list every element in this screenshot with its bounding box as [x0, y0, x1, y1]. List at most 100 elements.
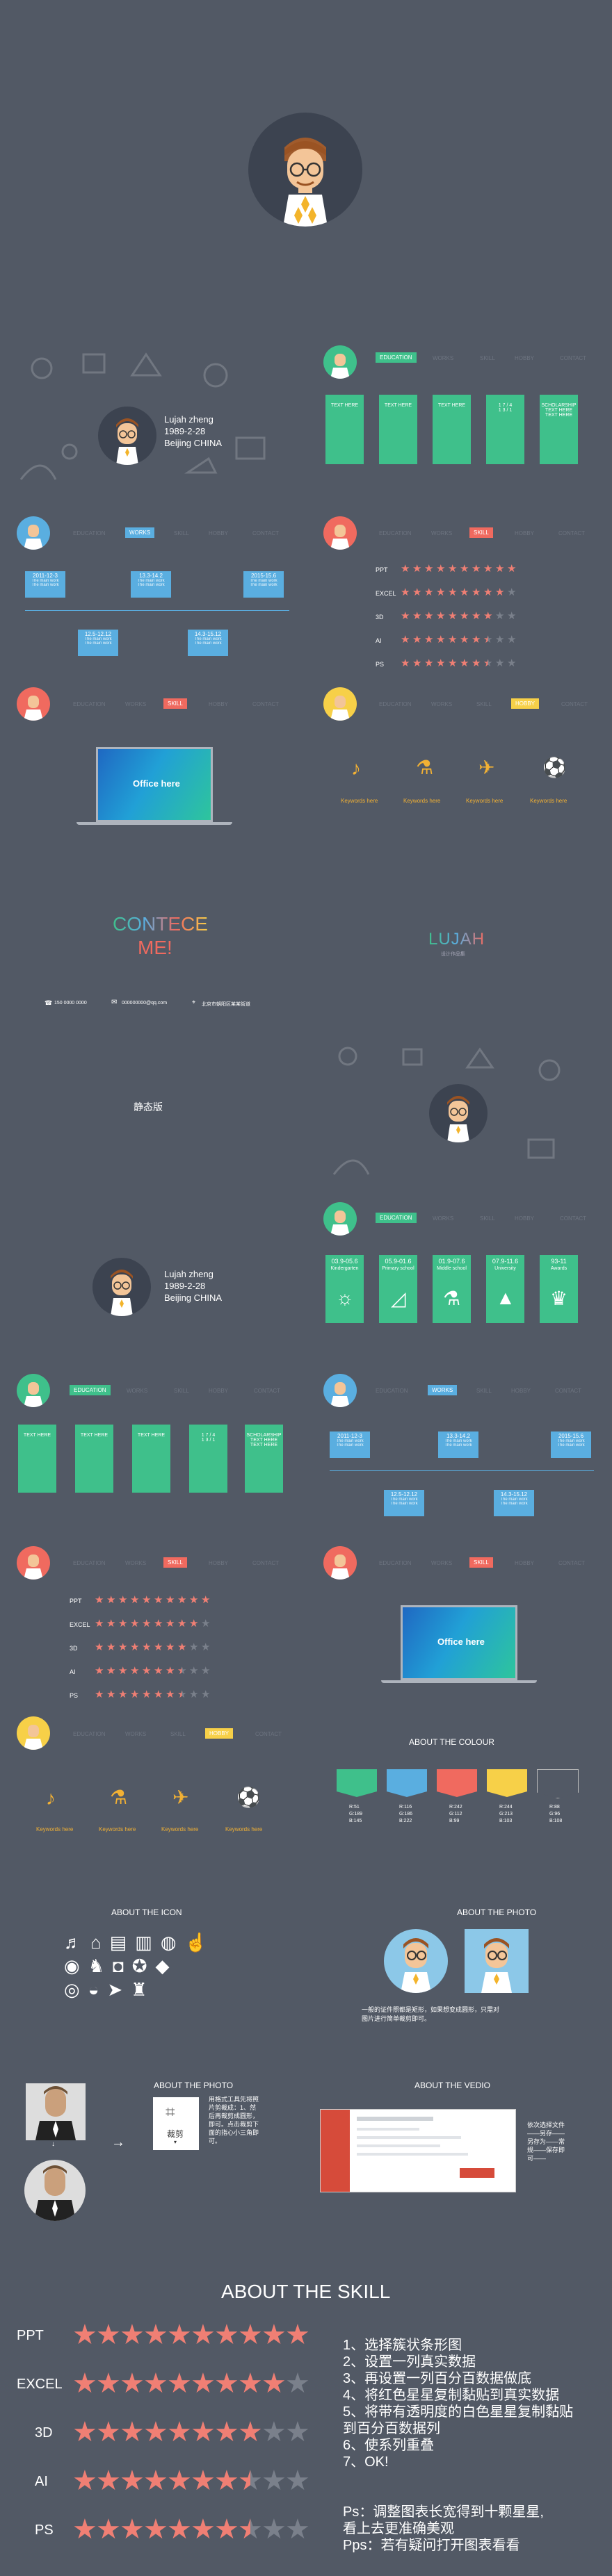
- nav-skill[interactable]: SKILL: [480, 1215, 495, 1222]
- nav-hobby[interactable]: HOBBY: [511, 698, 540, 709]
- nav-hobby[interactable]: HOBBY: [209, 1560, 229, 1566]
- nav-contact[interactable]: CONTACT: [252, 1560, 280, 1566]
- skill-label: 3D: [35, 2425, 53, 2440]
- nav-education[interactable]: EDUCATION: [70, 1385, 111, 1395]
- logo-subtitle: 设计作品集: [441, 952, 465, 957]
- nav-skill[interactable]: SKILL: [174, 530, 189, 536]
- colour-swatch: [337, 1769, 377, 1797]
- nav-hobby[interactable]: HOBBY: [515, 355, 535, 361]
- star-icon: ★: [167, 2466, 192, 2496]
- nav-hobby[interactable]: HOBBY: [511, 1388, 531, 1394]
- nav-works[interactable]: WORKS: [127, 1388, 148, 1394]
- nav-skill[interactable]: SKILL: [469, 527, 493, 538]
- nav-education[interactable]: EDUCATION: [379, 530, 412, 536]
- nav-skill[interactable]: SKILL: [163, 1557, 187, 1568]
- star-icon: ★: [167, 2320, 192, 2350]
- nav-education[interactable]: EDUCATION: [379, 1560, 412, 1566]
- nav-contact[interactable]: CONTACT: [558, 1560, 586, 1566]
- skill-stars-block: PPT★★★★★★★★★★EXCEL★★★★★★★★★★3D★★★★★★★★★★…: [70, 1595, 236, 1707]
- colour-value: G:213: [499, 1812, 513, 1816]
- colour-swatch: [387, 1769, 427, 1797]
- nav-education[interactable]: EDUCATION: [73, 701, 106, 707]
- nav-works[interactable]: WORKS: [428, 1385, 458, 1395]
- nav-skill[interactable]: SKILL: [476, 701, 492, 707]
- star-icon: ★: [472, 586, 481, 598]
- nav-education[interactable]: EDUCATION: [376, 352, 417, 363]
- nav-contact[interactable]: CONTACT: [254, 1388, 281, 1394]
- skill-label: 3D: [70, 1645, 78, 1652]
- step-line: 7、OK!: [343, 2454, 389, 2470]
- nav-contact[interactable]: CONTACT: [561, 701, 588, 707]
- star-icon: ★: [424, 657, 434, 669]
- nav-skill[interactable]: SKILL: [163, 698, 187, 709]
- star-icon: ★: [238, 2466, 263, 2496]
- nav-works[interactable]: WORKS: [125, 527, 155, 538]
- nav-hobby[interactable]: HOBBY: [209, 701, 229, 707]
- nav-education[interactable]: EDUCATION: [376, 1388, 408, 1394]
- nav-education[interactable]: EDUCATION: [379, 701, 412, 707]
- nav-education[interactable]: EDUCATION: [73, 530, 106, 536]
- nav-hobby[interactable]: HOBBY: [205, 1728, 234, 1739]
- nav-hobby[interactable]: HOBBY: [209, 1388, 229, 1394]
- nav-works[interactable]: WORKS: [125, 1560, 147, 1566]
- hobby-keyword: Keywords here: [161, 1826, 199, 1832]
- nav-contact[interactable]: CONTACT: [560, 355, 587, 361]
- profile-avatar: [429, 1084, 488, 1142]
- nav-hobby[interactable]: HOBBY: [515, 1560, 535, 1566]
- nav-hobby[interactable]: HOBBY: [515, 1215, 535, 1222]
- instagram-icon: ◘: [113, 1955, 132, 1976]
- nav-education[interactable]: EDUCATION: [73, 1560, 106, 1566]
- star-icon: ★: [436, 563, 446, 575]
- timeline-line: [25, 610, 289, 611]
- colour-title: ABOUT THE COLOUR: [409, 1737, 494, 1747]
- skill-label: PS: [35, 2522, 54, 2538]
- soccer-ball-icon: ⚽: [236, 1787, 261, 1808]
- star-icon: ★: [118, 1689, 128, 1700]
- nav-education[interactable]: EDUCATION: [73, 1731, 106, 1737]
- star-icon: ★: [106, 1641, 116, 1653]
- star-icon: ★: [460, 563, 469, 575]
- nav-hobby[interactable]: HOBBY: [209, 530, 229, 536]
- nav-works[interactable]: WORKS: [125, 1731, 147, 1737]
- star-icon: ★: [120, 2368, 145, 2399]
- star-icon: ★: [214, 2320, 239, 2350]
- nav-contact[interactable]: CONTACT: [560, 1215, 587, 1222]
- star-icon: ★: [118, 1665, 128, 1677]
- nav-skill[interactable]: SKILL: [170, 1731, 186, 1737]
- nav-contact[interactable]: CONTACT: [555, 1388, 582, 1394]
- star-icon: ★: [495, 610, 505, 622]
- star-icon: ★: [483, 634, 493, 646]
- nav-skill[interactable]: SKILL: [469, 1557, 493, 1568]
- portrait-circle: [24, 2160, 86, 2221]
- nav-contact[interactable]: CONTACT: [255, 1731, 282, 1737]
- nav-works[interactable]: WORKS: [433, 355, 454, 361]
- nav-skill[interactable]: SKILL: [476, 1388, 492, 1394]
- nav-skill[interactable]: SKILL: [174, 1388, 189, 1394]
- star-icon: ★: [142, 1618, 152, 1630]
- nav-works[interactable]: WORKS: [431, 701, 453, 707]
- star-icon: ★: [448, 657, 458, 669]
- nav-works[interactable]: WORKS: [433, 1215, 454, 1222]
- star-icon: ★: [167, 2514, 192, 2545]
- nav-works[interactable]: WORKS: [431, 1560, 453, 1566]
- colour-value: R:116: [399, 1805, 412, 1810]
- nav-skill[interactable]: SKILL: [480, 355, 495, 361]
- dropdown-triangle-icon: ▾: [174, 2139, 177, 2145]
- star-icon: ★: [143, 2514, 168, 2545]
- star-icon: ★: [154, 1618, 163, 1630]
- photo-caption: 图片进行简单裁剪即可。: [362, 2015, 431, 2022]
- nav-contact[interactable]: CONTACT: [252, 701, 280, 707]
- nav-contact[interactable]: CONTACT: [252, 530, 280, 536]
- nav-contact[interactable]: CONTACT: [558, 530, 586, 536]
- nav-education[interactable]: EDUCATION: [376, 1213, 417, 1223]
- colour-swatch: [537, 1769, 579, 1798]
- step-line: 5、将带有透明度的白色星星复制黏贴: [343, 2404, 574, 2420]
- nav-hobby[interactable]: HOBBY: [515, 530, 535, 536]
- hobby-keyword: Keywords here: [36, 1826, 74, 1832]
- colour-swatch: [437, 1769, 477, 1797]
- nav-works[interactable]: WORKS: [125, 701, 147, 707]
- nav-works[interactable]: WORKS: [431, 530, 453, 536]
- star-icon: ★: [412, 563, 422, 575]
